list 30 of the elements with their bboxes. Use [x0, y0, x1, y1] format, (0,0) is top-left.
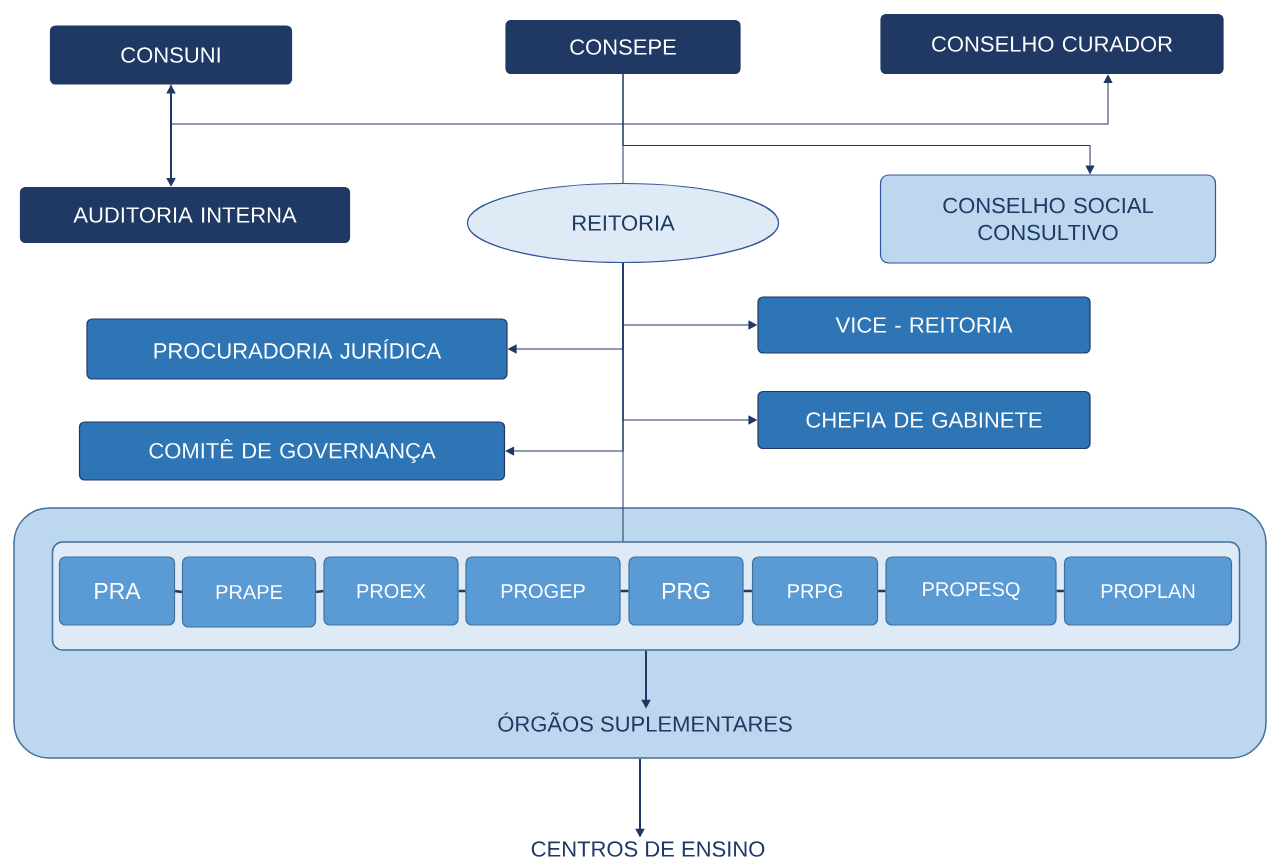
org-box: CONSEPE — [505, 19, 741, 75]
connector-line — [1056, 589, 1064, 593]
arrow — [622, 73, 1095, 174]
arrow — [505, 262, 624, 456]
connector-line — [878, 589, 886, 593]
unit-box: PROEX — [323, 556, 459, 626]
unit-box: PROPLAN — [1063, 556, 1233, 626]
connector-line — [174, 589, 183, 594]
org-box: CHEFIA DE GABINETE — [757, 390, 1091, 450]
unit-box: PRA — [58, 556, 176, 626]
node-label: CENTROS DE ENSINO — [531, 841, 765, 857]
org-box: VICE - REITORIA — [757, 296, 1091, 354]
unit-box: PROGEP — [465, 556, 621, 626]
unit-box: PRG — [628, 556, 744, 626]
connector-line — [743, 589, 752, 593]
arrow — [170, 74, 1113, 125]
org-box: PROCURADORIA JURÍDICA — [86, 318, 508, 380]
node-label: ÓRGÃOS SUPLEMENTARES — [498, 712, 792, 732]
ellipse-node: REITORIA — [466, 182, 780, 264]
unit-box: PRAPE — [181, 556, 317, 628]
org-box: CONSUNI — [49, 25, 293, 85]
org-box: CONSELHO SOCIAL CONSULTIVO — [879, 174, 1217, 264]
org-box: COMITÊ DE GOVERNANÇA — [78, 421, 506, 481]
unit-box: PRPG — [751, 556, 879, 626]
unit-box: PROPESQ — [885, 556, 1057, 626]
org-box: AUDITORIA INTERNA — [19, 186, 351, 244]
connector-line — [315, 589, 324, 594]
connector-line — [620, 589, 629, 593]
connector-line — [458, 589, 466, 593]
org-box: CONSELHO CURADOR — [880, 13, 1224, 75]
